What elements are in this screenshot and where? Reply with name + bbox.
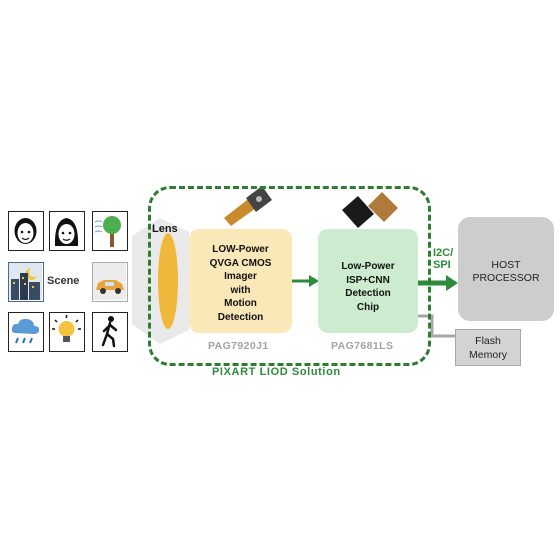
host-processor-block: HOST PROCESSOR <box>458 217 554 321</box>
detection-part-number: PAG7681LS <box>331 340 394 352</box>
memory-connector <box>418 314 455 338</box>
interface-label: I2C/ SPI <box>433 247 454 271</box>
face-icon <box>8 211 44 251</box>
solution-boundary <box>148 186 431 366</box>
flash-memory-label: Flash Memory <box>469 335 507 361</box>
sensor-block: LOW-Power QVGA CMOS Imager with Motion D… <box>189 229 292 333</box>
tree-wind-icon <box>92 211 128 251</box>
sensor-part-number: PAG7920J1 <box>208 340 269 352</box>
night-city-icon <box>8 262 44 302</box>
rain-cloud-icon <box>8 312 44 352</box>
flash-memory-block: Flash Memory <box>455 329 521 366</box>
arrow-head-2 <box>446 275 458 291</box>
walking-person-icon <box>92 312 128 352</box>
detection-block: Low-Power ISP+CNN Detection Chip <box>318 229 418 333</box>
host-processor-label: HOST PROCESSOR <box>472 259 540 284</box>
chip-icons <box>342 192 398 228</box>
lightbulb-icon <box>49 312 85 352</box>
detection-block-title: Low-Power ISP+CNN Detection Chip <box>341 261 395 313</box>
sensor-block-title: LOW-Power QVGA CMOS Imager with Motion D… <box>209 244 272 323</box>
arrow-head-1 <box>309 275 319 287</box>
lens-shape <box>158 233 178 329</box>
sensor-module-icon <box>224 186 272 226</box>
car-icon <box>92 262 128 302</box>
solution-label: PIXART LIOD Solution <box>212 366 341 378</box>
scene-label: Scene <box>47 275 80 287</box>
girl-face-icon <box>49 211 85 251</box>
lens-label: Lens <box>152 223 178 235</box>
